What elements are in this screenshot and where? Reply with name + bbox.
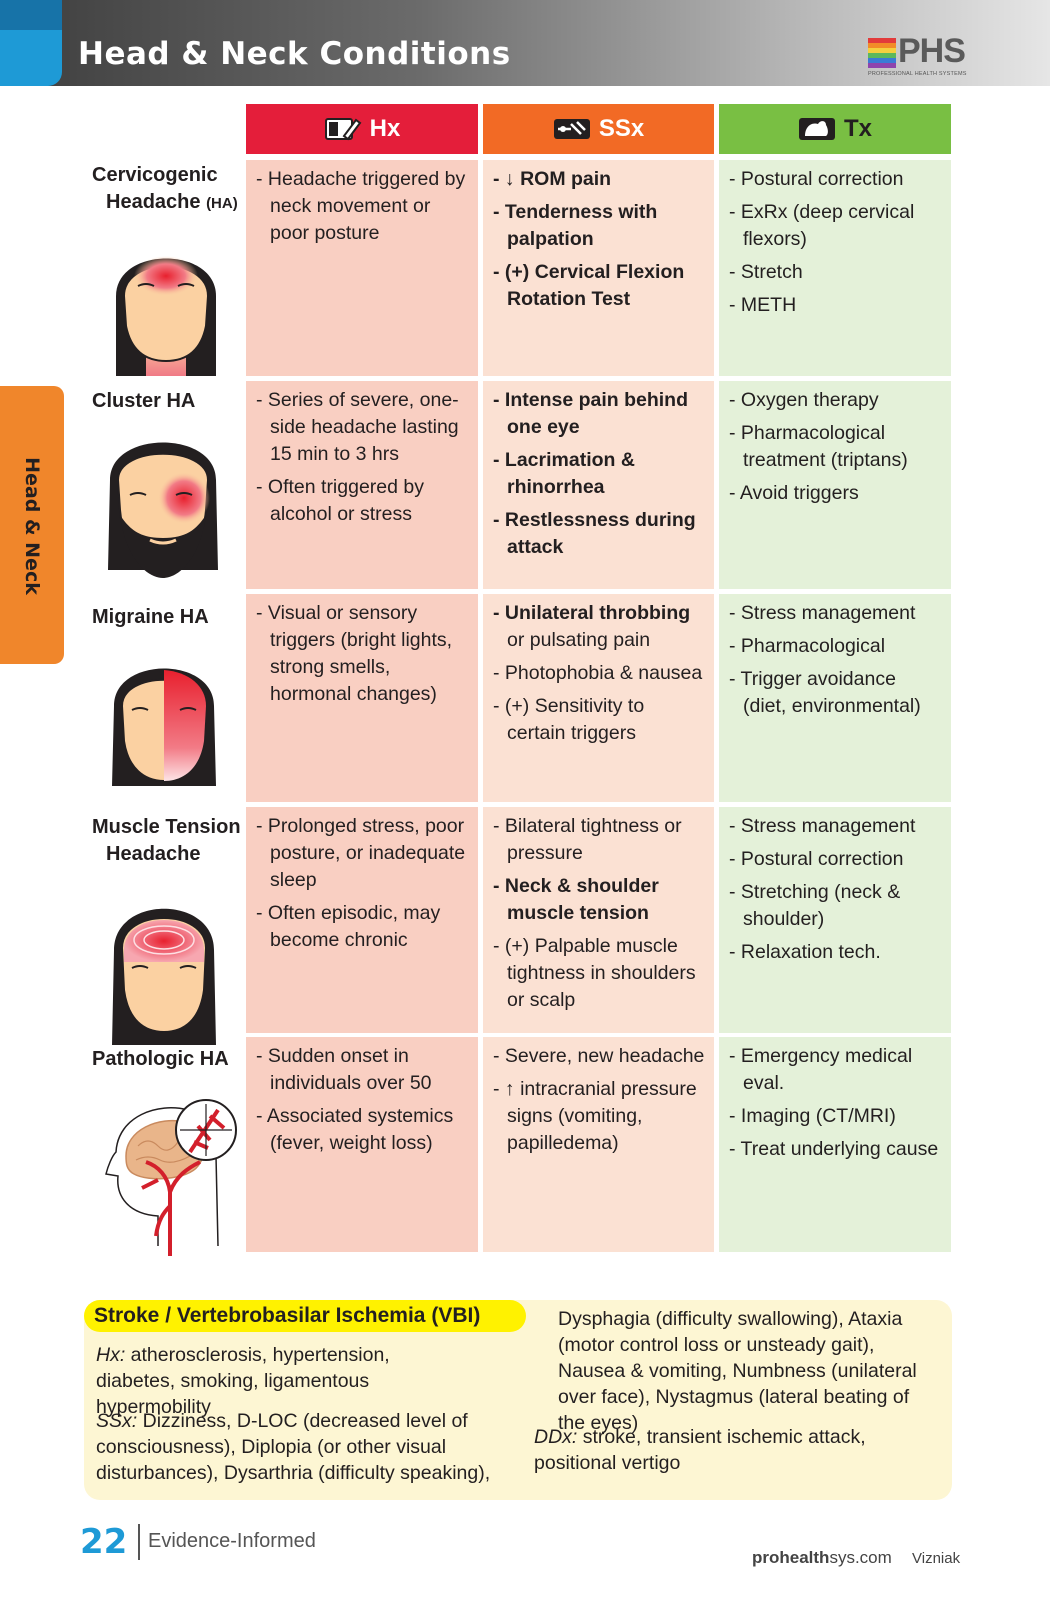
footer-author: Vizniak [912, 1550, 961, 1567]
cervicogenic-ssx-cell: - ↓ ROM pain - Tenderness with palpation… [483, 160, 714, 376]
stroke-info-box [84, 1300, 952, 1500]
cluster-headache-figure [108, 442, 218, 578]
muscle-tension-ssx-cell: - Bilateral tightness or pressure - Neck… [483, 807, 714, 1033]
reflex-hammer-icon [553, 119, 590, 139]
column-header-ssx: SSx [483, 104, 714, 154]
footer-website[interactable]: prohealthsys.com [752, 1548, 892, 1567]
cervicogenic-headache-figure [116, 256, 216, 376]
pathologic-tx-cell: - Emergency medical eval. - Imaging (CT/… [719, 1037, 951, 1252]
cluster-tx-cell: - Oxygen therapy - Pharmacological treat… [719, 381, 951, 589]
logo-flag-icon [868, 38, 896, 68]
section-side-tab [0, 386, 64, 664]
stroke-ssx-continued: Dysphagia (difficulty swallowing), Ataxi… [558, 1308, 917, 1434]
page-number: 22 [80, 1522, 128, 1562]
muscle-tension-headache-figure [112, 908, 216, 1045]
footer-section: Evidence-Informed [148, 1530, 316, 1552]
row-label-muscle-tension: Muscle Tension Headache [92, 816, 241, 865]
stroke-hx-text: Hx: atherosclerosis, hypertension, diabe… [96, 1344, 390, 1418]
cluster-ssx-cell: - Intense pain behind one eye - Lacrimat… [483, 381, 714, 589]
pathologic-ssx-cell: - Severe, new headache - ↑ intracranial … [483, 1037, 714, 1252]
page-title: Head & Neck Conditions [78, 36, 511, 72]
migraine-tx-cell: - Stress management - Pharmacological - … [719, 594, 951, 802]
migraine-hx-cell: - Visual or sensory triggers (bright lig… [246, 594, 478, 802]
flexed-arm-icon [798, 118, 835, 140]
muscle-tension-hx-cell: - Prolonged stress, poor posture, or ina… [246, 807, 478, 1033]
stroke-ssx-text: SSx: Dizziness, D-LOC (decreased level o… [96, 1410, 491, 1484]
migraine-headache-figure [112, 668, 216, 786]
column-header-tx: Tx [719, 104, 951, 154]
notepad-icon [324, 118, 362, 141]
row-label-cluster: Cluster HA [92, 390, 196, 412]
cervicogenic-hx-cell: - Headache triggered by neck movement or… [246, 160, 478, 376]
section-side-tab-label: Head & Neck [21, 457, 43, 595]
phs-logo: PHS PROFESSIONAL HEALTH SYSTEMS [868, 32, 967, 77]
migraine-ssx-cell: - Unilateral throbbing or pulsating pain… [483, 594, 714, 802]
row-label-cervicogenic: Cervicogenic Headache (HA) [92, 164, 238, 213]
cluster-hx-cell: - Series of severe, one-side headache la… [246, 381, 478, 589]
brain-vessels-figure [105, 1099, 237, 1256]
row-label-migraine: Migraine HA [92, 606, 209, 628]
stroke-ddx-text: DDx: stroke, transient ischemic attack, … [534, 1426, 866, 1474]
column-header-hx: Hx [246, 104, 478, 154]
cervicogenic-tx-cell: - Postural correction - ExRx (deep cervi… [719, 160, 951, 376]
stroke-title: Stroke / Vertebrobasilar Ischemia (VBI) [84, 1300, 526, 1332]
muscle-tension-tx-cell: - Stress management - Postural correctio… [719, 807, 951, 1033]
footer-divider [138, 1524, 140, 1560]
header-tab [0, 0, 62, 86]
row-label-pathologic: Pathologic HA [92, 1048, 229, 1070]
pathologic-hx-cell: - Sudden onset in individuals over 50 - … [246, 1037, 478, 1252]
